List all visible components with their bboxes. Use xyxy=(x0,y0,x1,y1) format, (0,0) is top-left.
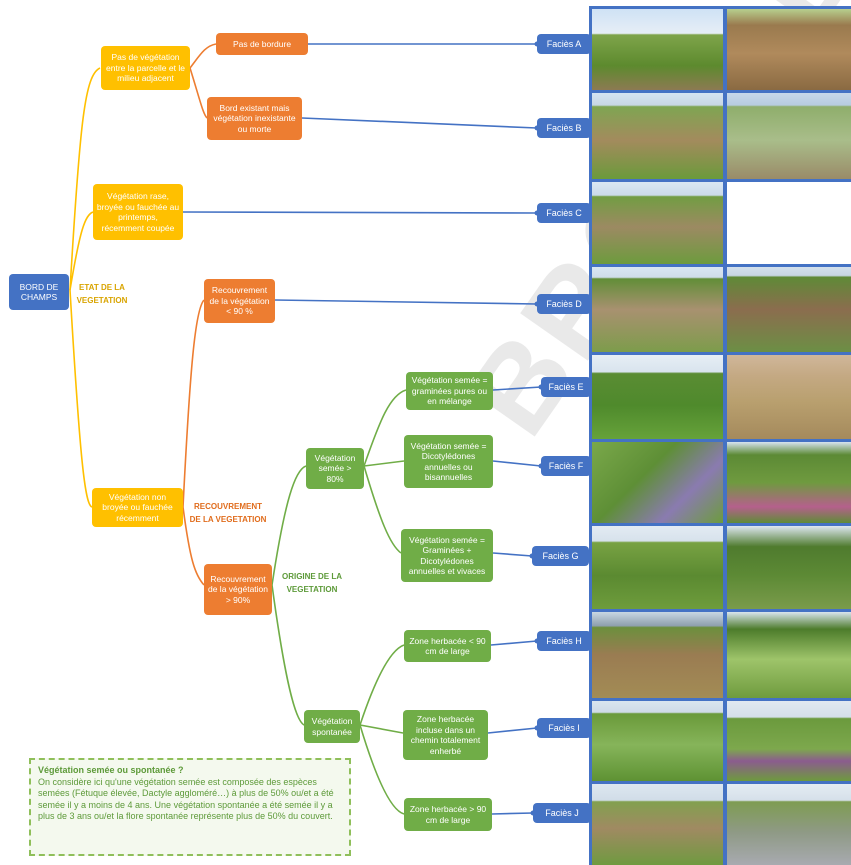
node-pas-de-bordure: Pas de bordure xyxy=(216,33,308,55)
photo-facies-d-2 xyxy=(727,267,851,352)
facies-a-label: Faciès A xyxy=(537,34,591,54)
photo-facies-h-2 xyxy=(727,612,851,698)
facies-j-label: Faciès J xyxy=(533,803,591,823)
photo-facies-j-1 xyxy=(592,784,723,865)
node-bord-existant: Bord existant mais végétation inexistant… xyxy=(207,97,302,140)
node-zone-superieure: Zone herbacée > 90 cm de large xyxy=(404,798,492,831)
photo-facies-d-1 xyxy=(592,267,723,352)
photo-facies-c-1 xyxy=(592,182,723,264)
note-body: On considère ici qu'une végétation semée… xyxy=(38,776,334,822)
facies-f-label: Faciès F xyxy=(541,456,591,476)
photo-facies-e-1 xyxy=(592,355,723,439)
photo-facies-f-2 xyxy=(727,442,851,523)
photo-facies-i-2 xyxy=(727,701,851,781)
node-vegetation-semee: Végétation semée > 80% xyxy=(306,448,364,489)
node-recouvrement-inferieur: Recouvrement de la végétation < 90 % xyxy=(204,279,275,323)
node-vegetation-rase: Végétation rase, broyée ou fauchée au pr… xyxy=(93,184,183,240)
photo-facies-i-1 xyxy=(592,701,723,781)
photo-facies-a-1 xyxy=(592,9,723,90)
photo-facies-c-2-empty xyxy=(727,182,851,264)
photo-facies-g-2 xyxy=(727,526,851,609)
node-vegetation-spontanee: Végétation spontanée xyxy=(304,710,360,743)
node-graminees: Végétation semée = graminées pures ou en… xyxy=(406,372,493,410)
photo-facies-h-1 xyxy=(592,612,723,698)
note-title: Végétation semée ou spontanée ? xyxy=(38,765,184,775)
facies-g-label: Faciès G xyxy=(532,546,589,566)
photo-facies-b-1 xyxy=(592,93,723,179)
photo-facies-f-1 xyxy=(592,442,723,523)
node-zone-inferieure: Zone herbacée < 90 cm de large xyxy=(404,630,491,662)
node-dicotyledones: Végétation semée = Dicotylédones annuell… xyxy=(404,435,493,488)
facies-e-label: Faciès E xyxy=(541,377,591,397)
facies-h-label: Faciès H xyxy=(537,631,591,651)
photo-facies-e-2 xyxy=(727,355,851,439)
note-box: Végétation semée ou spontanée ? On consi… xyxy=(29,758,351,856)
root-node: BORD DE CHAMPS xyxy=(9,274,69,310)
facies-i-label: Faciès I xyxy=(537,718,591,738)
label-origine-vegetation: ORIGINE DE LA VEGETATION xyxy=(281,572,342,594)
photo-facies-g-1 xyxy=(592,526,723,609)
facies-d-label: Faciès D xyxy=(537,294,591,314)
node-graminees-dicotyledones: Végétation semée = Graminées + Dicotyléd… xyxy=(401,529,493,582)
node-pas-de-vegetation: Pas de végétation entre la parcelle et l… xyxy=(101,46,190,90)
photo-facies-b-2 xyxy=(727,93,851,179)
photo-facies-a-2 xyxy=(727,9,851,90)
label-recouvrement-vegetation: RECOUVREMENT DE LA VEGETATION xyxy=(189,502,267,524)
label-etat-vegetation: ETAT DE LA VEGETATION xyxy=(76,283,128,305)
photo-facies-j-2 xyxy=(727,784,851,865)
node-zone-chemin: Zone herbacée incluse dans un chemin tot… xyxy=(403,710,488,760)
node-recouvrement-superieur: Recouvrement de la végétation > 90% xyxy=(204,564,272,615)
facies-c-label: Faciès C xyxy=(537,203,591,223)
facies-b-label: Faciès B xyxy=(537,118,591,138)
node-vegetation-non-broyee: Végétation non broyée ou fauchée récemme… xyxy=(92,488,183,527)
